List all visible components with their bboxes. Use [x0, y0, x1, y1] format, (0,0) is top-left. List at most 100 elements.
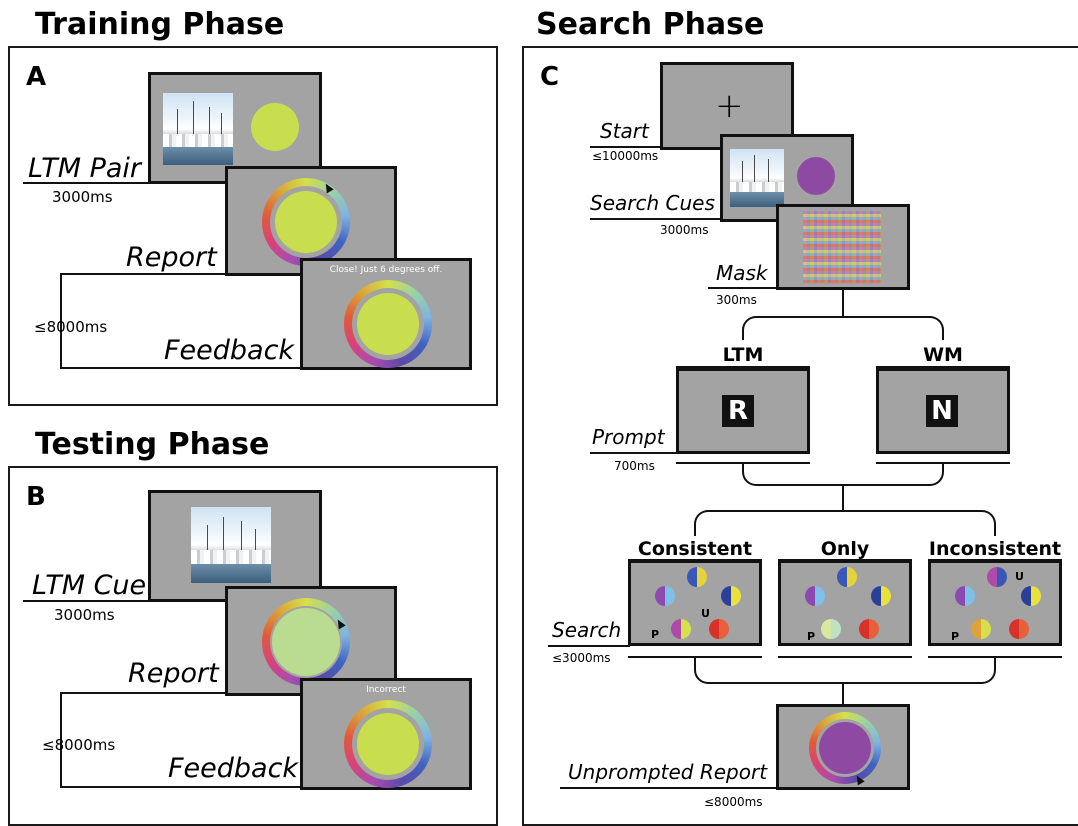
condition-rule — [876, 366, 1010, 368]
timeline-line — [876, 452, 1010, 454]
timeline-line — [590, 146, 662, 148]
prompt-screen-ltm: R — [676, 368, 810, 454]
color-disc — [797, 157, 835, 195]
timeline-line — [590, 452, 810, 454]
search-phase-title: Search Phase — [536, 7, 765, 42]
step-label-report: Report — [128, 658, 219, 689]
step-time-feedback: ≤8000ms — [42, 736, 116, 754]
harbor-photo — [730, 149, 784, 207]
search-item — [955, 586, 975, 606]
condition-head-ltm: LTM — [722, 344, 764, 366]
search-screen-inconsistent: U P — [928, 560, 1062, 646]
join-bracket — [694, 656, 996, 684]
step-time-unprompted-report: ≤8000ms — [704, 795, 763, 809]
branch-line — [842, 682, 844, 706]
step-label-feedback: Feedback — [164, 335, 295, 366]
timeline-line — [23, 182, 151, 184]
color-wheel — [809, 712, 881, 784]
search-item — [1009, 619, 1029, 639]
testing-phase-title: Testing Phase — [35, 427, 270, 462]
timeline-line — [60, 367, 302, 369]
step-time-start: ≤10000ms — [592, 149, 659, 163]
join-bracket — [742, 462, 944, 486]
search-item — [805, 586, 825, 606]
step-label-mask: Mask — [716, 261, 768, 285]
search-item — [687, 567, 707, 587]
timeline-line — [60, 786, 302, 788]
color-wheel — [344, 280, 432, 368]
color-wheel — [262, 178, 350, 266]
search-item — [655, 586, 675, 606]
step-time-search: ≤3000ms — [552, 651, 611, 665]
timeline-line — [560, 787, 778, 789]
training-phase-title: Training Phase — [35, 7, 285, 42]
timeline-line — [60, 692, 228, 694]
feedback-screen: Close! Just 6 degrees off. — [300, 258, 472, 370]
harbor-photo — [191, 507, 271, 583]
search-screen-consistent: U P — [628, 560, 762, 646]
search-item-probe — [671, 619, 691, 639]
search-item — [709, 619, 729, 639]
panel-letter-a: A — [26, 62, 47, 92]
search-item-probe — [821, 619, 841, 639]
step-label-unprompted-report: Unprompted Report — [568, 760, 768, 784]
prompt-screen-wm: N — [876, 368, 1010, 454]
report-screen — [225, 586, 397, 696]
color-wheel — [262, 598, 350, 686]
fixation-cross-icon: + — [715, 86, 744, 126]
step-time-mask: 300ms — [716, 293, 757, 307]
report-screen — [225, 166, 397, 276]
search-item — [1021, 586, 1041, 606]
timeline-line — [590, 218, 722, 220]
step-label-search-cues: Search Cues — [590, 191, 715, 215]
step-label-report: Report — [126, 242, 217, 273]
timeline-line — [548, 645, 630, 647]
prompt-letter-n: N — [926, 395, 958, 427]
uncued-marker: U — [1015, 570, 1024, 583]
step-label-ltm-pair: LTM Pair — [28, 153, 142, 184]
step-time-ltm-pair: 3000ms — [52, 188, 113, 206]
panel-letter-b: B — [26, 482, 46, 512]
feedback-text: Incorrect — [366, 685, 406, 695]
probe-marker: P — [651, 628, 660, 641]
probe-marker: P — [951, 630, 960, 643]
search-item — [871, 586, 891, 606]
branch-bracket — [694, 510, 996, 536]
branch-bracket — [742, 316, 944, 340]
noise-mask — [803, 211, 881, 283]
search-item — [837, 567, 857, 587]
probe-marker: P — [807, 630, 816, 643]
condition-rule — [676, 366, 810, 368]
step-time-search-cues: 3000ms — [660, 223, 709, 237]
feedback-text: Close! Just 6 degrees off. — [329, 265, 443, 275]
timeline-line — [60, 273, 228, 275]
search-item-probe — [971, 619, 991, 639]
search-screen-only: P — [778, 560, 912, 646]
search-item — [721, 586, 741, 606]
branch-line — [842, 290, 844, 318]
timeline-line — [23, 600, 151, 602]
condition-rule — [778, 656, 912, 658]
step-label-start: Start — [600, 119, 649, 143]
mask-screen — [776, 204, 910, 290]
color-disc — [251, 103, 299, 151]
timeline-line — [708, 287, 778, 289]
condition-head-consistent: Consistent — [637, 538, 753, 560]
step-time-feedback: ≤8000ms — [34, 318, 108, 336]
step-time-prompt: 700ms — [614, 459, 655, 473]
search-item — [859, 619, 879, 639]
step-label-ltm-cue: LTM Cue — [32, 570, 147, 601]
uncued-marker: U — [701, 607, 710, 620]
feedback-screen: Incorrect — [300, 678, 472, 790]
condition-head-inconsistent: Inconsistent — [928, 538, 1062, 560]
ltm-cue-screen — [148, 490, 322, 602]
harbor-photo — [163, 93, 233, 165]
prompt-letter-r: R — [722, 395, 754, 427]
condition-head-wm: WM — [923, 344, 963, 366]
step-label-search: Search — [552, 618, 622, 642]
color-wheel — [344, 700, 432, 788]
branch-line — [842, 484, 844, 512]
panel-letter-c: C — [540, 62, 560, 92]
condition-head-only: Only — [820, 538, 870, 560]
search-item — [987, 567, 1007, 587]
